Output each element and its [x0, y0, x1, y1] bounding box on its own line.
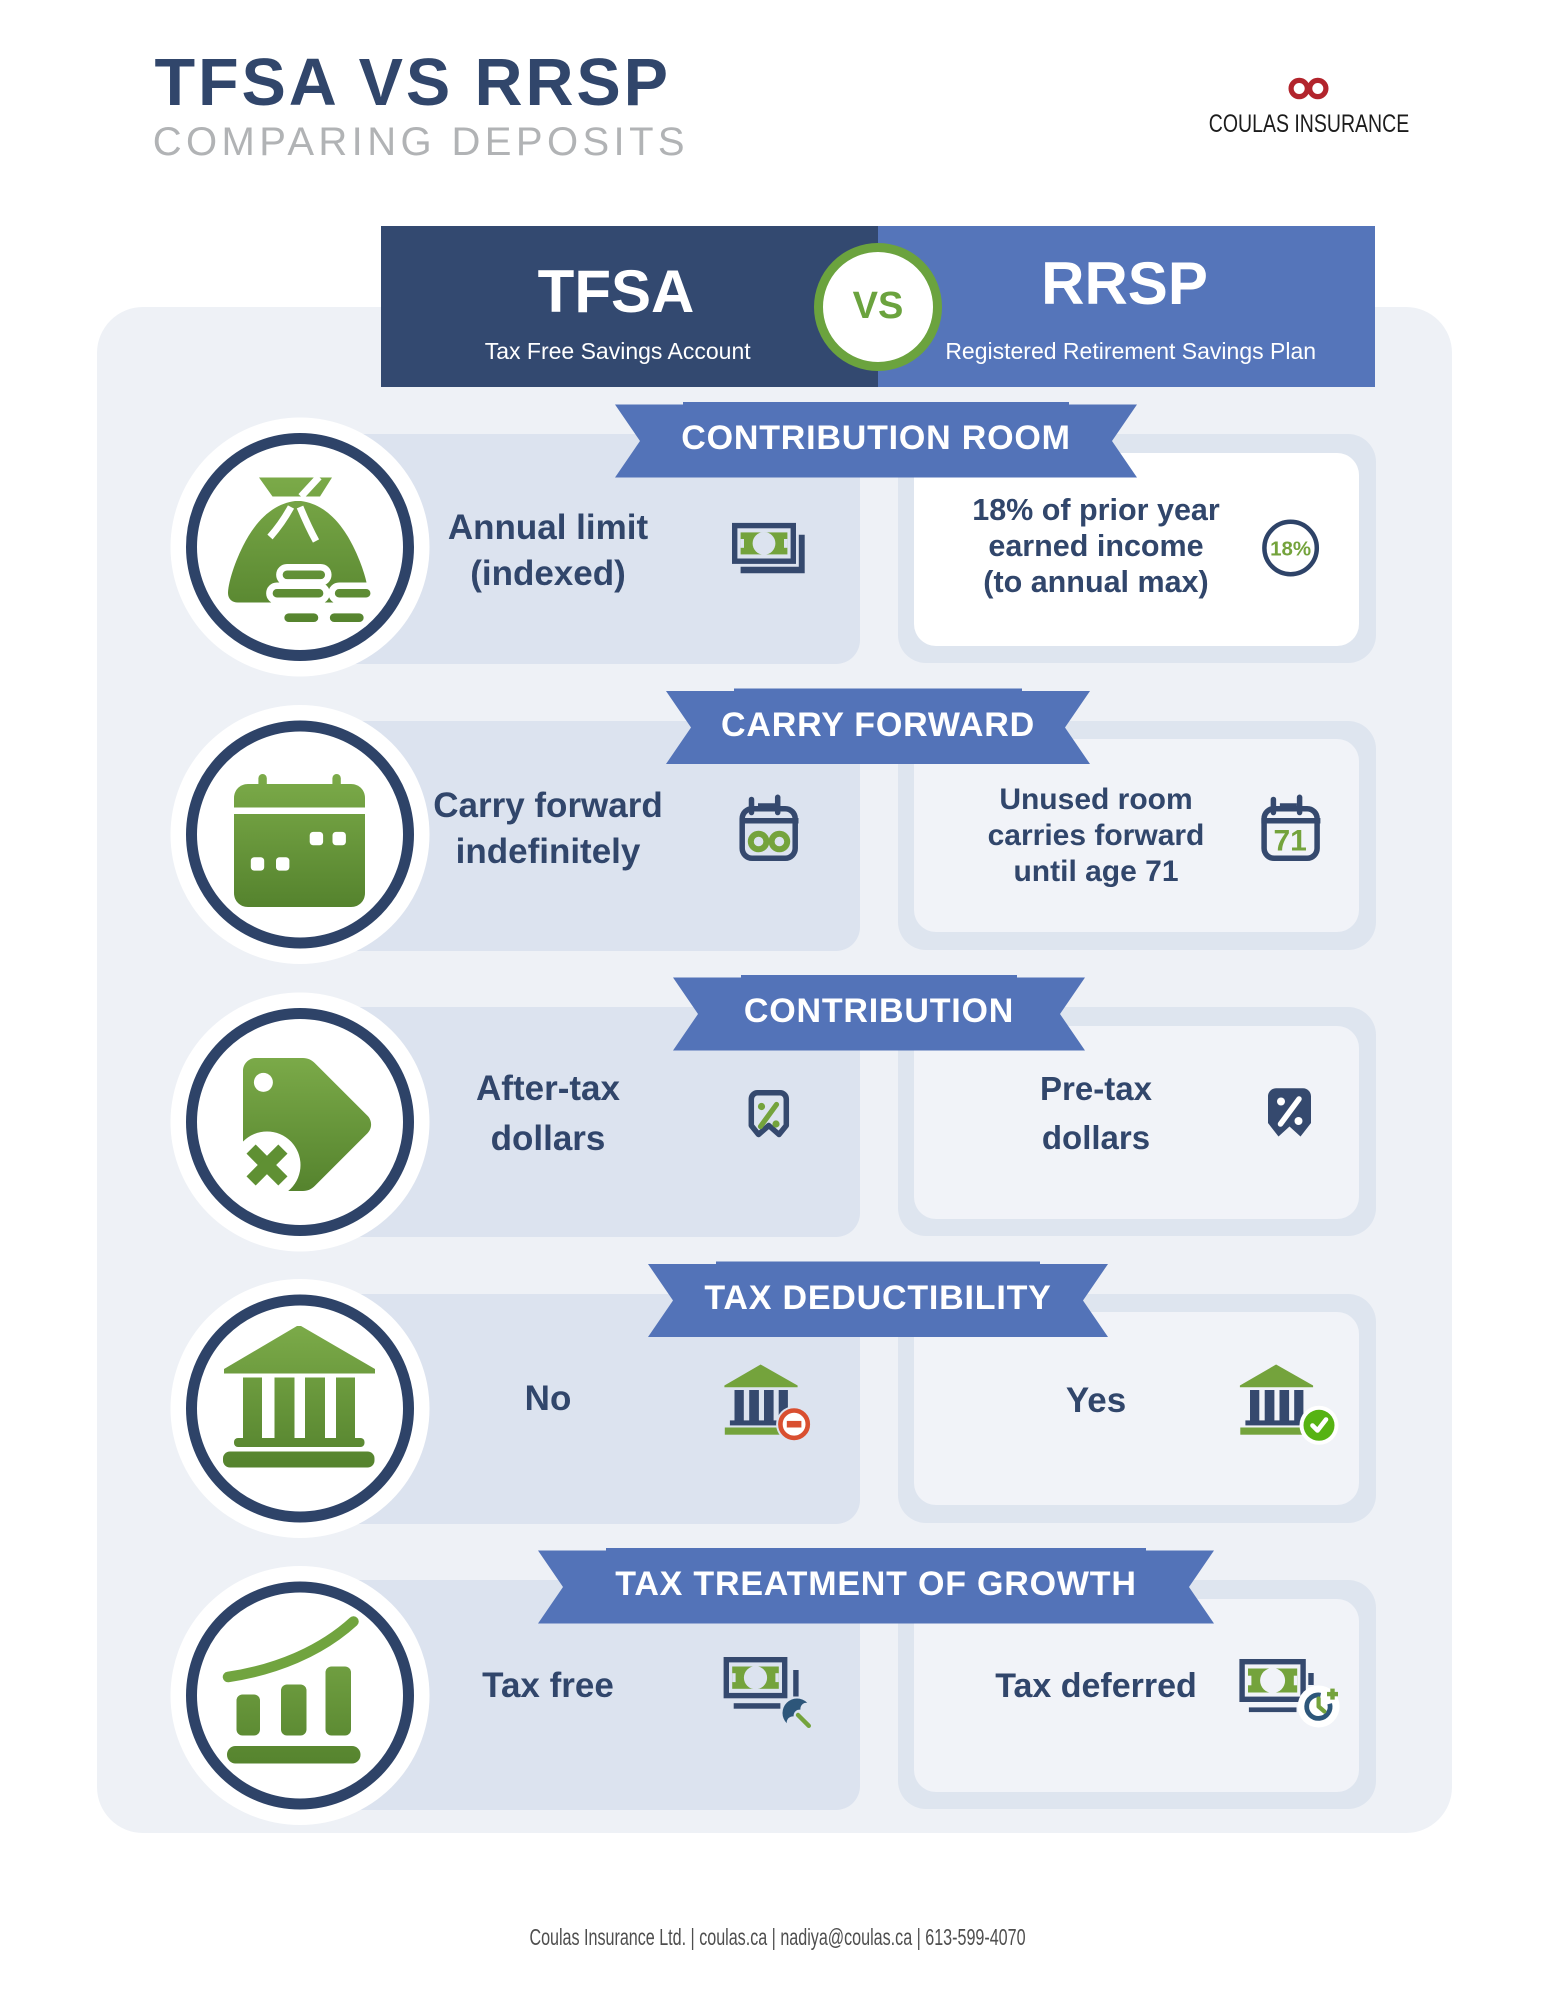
svg-text:71: 71 [1274, 825, 1307, 858]
svg-text:18%: 18% [1270, 538, 1311, 561]
